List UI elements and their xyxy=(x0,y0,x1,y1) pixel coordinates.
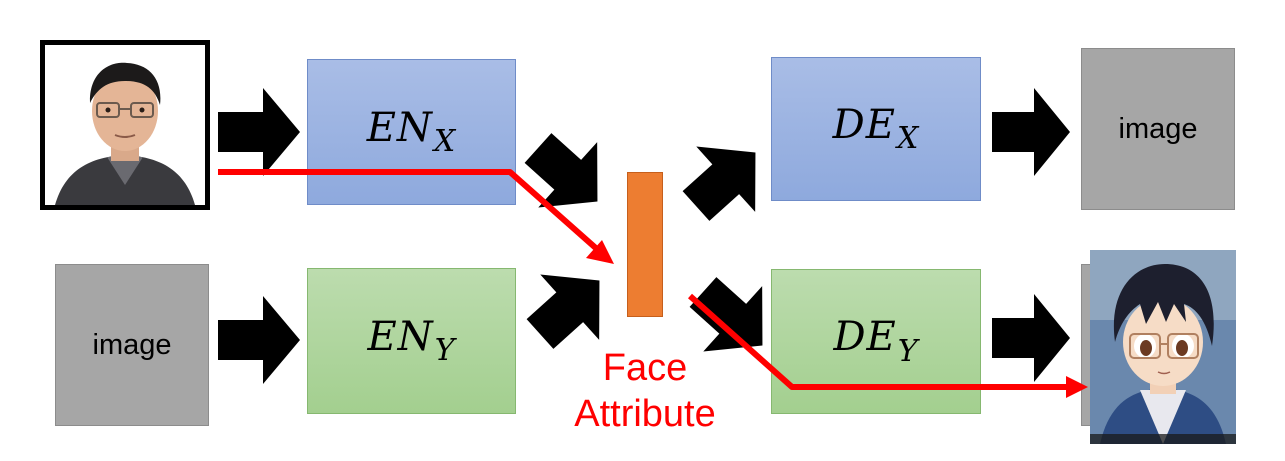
arrow-decoder-y-to-output-y xyxy=(992,294,1070,382)
decoder-y-label: DEY xyxy=(833,314,919,369)
encoder-x: ENX xyxy=(307,59,516,205)
input-image-y: image xyxy=(55,264,209,426)
encoder-y-label: ENY xyxy=(367,313,456,369)
input-image-y-label: image xyxy=(92,328,172,361)
output-image-x: image xyxy=(1081,48,1235,210)
output-anime-image xyxy=(1090,250,1236,444)
encoder-x-label: ENX xyxy=(366,104,457,160)
decoder-x-label: DEX xyxy=(832,101,920,157)
arrow-encoder-x-to-latent xyxy=(524,133,598,208)
arrow-input-y-to-encoder-y xyxy=(218,296,300,384)
anime-face-icon xyxy=(1090,250,1236,444)
decoder-x: DEX xyxy=(771,57,981,201)
input-face-photo xyxy=(40,40,210,210)
arrow-decoder-x-to-output-x xyxy=(992,88,1070,176)
output-image-x-label: image xyxy=(1118,112,1198,145)
arrow-latent-to-decoder-x xyxy=(682,146,756,221)
face-attribute-label: Face Attribute xyxy=(540,345,750,437)
face-attribute-latent xyxy=(627,172,663,317)
red-arrowhead-encode xyxy=(586,240,614,264)
arrow-input-x-to-encoder-x xyxy=(218,88,300,176)
decoder-y: DEY xyxy=(771,269,981,414)
face-attribute-label-line1: Face xyxy=(602,347,688,389)
encoder-y: ENY xyxy=(307,268,516,414)
face-attribute-label-line2: Attribute xyxy=(574,393,716,435)
person-photo-icon xyxy=(45,45,205,205)
